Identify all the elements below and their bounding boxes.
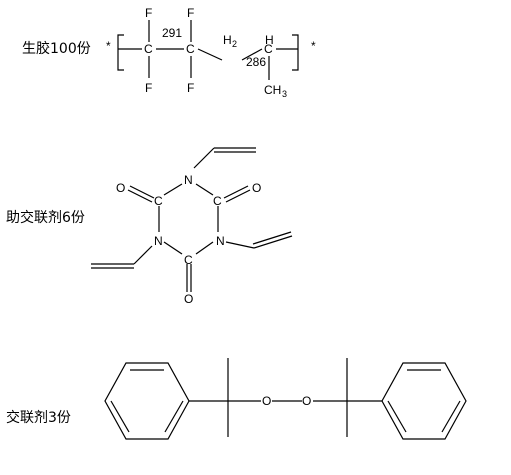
right-bracket: [292, 34, 299, 71]
ring-bond-n1-c2: [195, 183, 214, 196]
atom-n-2: N: [154, 234, 163, 248]
atom-o-peroxide-2: O: [302, 394, 311, 408]
row-label-coagent: 助交联剂6份: [6, 210, 85, 226]
atom-o-3: O: [184, 292, 193, 306]
vinyl-3-bond-b2: [252, 231, 292, 245]
vinyl-2-bond-a: [133, 245, 153, 265]
atom-n-3: N: [216, 234, 225, 248]
ring-bond-n3-c3: [195, 241, 214, 255]
benzene-left-double-3: [110, 400, 130, 433]
carbonyl-1b: [127, 189, 153, 203]
vinyl-3-bond-a: [225, 241, 255, 249]
vinyl-1-bond-a: [193, 147, 215, 169]
atom-o-peroxide-1: O: [262, 394, 271, 408]
atom-o-1: O: [116, 181, 125, 195]
atom-f-2: F: [145, 81, 152, 95]
bond-main-3: [241, 48, 263, 61]
left-bracket: [117, 34, 124, 71]
end-mark-left: *: [106, 39, 111, 53]
atom-f-1: F: [145, 6, 152, 20]
atom-ch3: CH: [264, 83, 281, 97]
atom-h2-h: H: [223, 33, 232, 47]
benzene-left-double-2: [164, 400, 184, 433]
bond-main-2: [197, 48, 223, 61]
atom-c-ring-3: C: [184, 253, 193, 267]
coagent-structure: N N N C C C O O O: [91, 147, 293, 306]
benzene-right-double-2: [441, 400, 461, 433]
row-label-raw-rubber: 生胶100份: [22, 41, 91, 57]
ring-bond-n2-c3: [163, 241, 183, 255]
atom-ch-h: H: [265, 33, 274, 47]
carbonyl-2a: [223, 185, 249, 199]
atom-c-ring-1: C: [154, 194, 163, 208]
atom-h2-sub: 2: [232, 39, 237, 49]
atom-o-2: O: [252, 181, 261, 195]
atom-c-ring-2: C: [213, 194, 222, 208]
atom-n-1: N: [184, 173, 193, 187]
atom-c-2: C: [186, 42, 195, 56]
end-mark-right: *: [311, 39, 316, 53]
carbonyl-2b: [225, 189, 251, 203]
benzene-ring-left: [104, 362, 190, 440]
label-number-291: 291: [162, 26, 182, 40]
atom-ch-c: C: [264, 42, 273, 56]
benzene-ring-right: [381, 362, 467, 440]
atom-f-4: F: [187, 81, 194, 95]
carbonyl-1a: [129, 185, 155, 199]
benzene-right-double-3: [387, 400, 407, 433]
ring-bond-n1-c1: [163, 183, 183, 196]
row-label-crosslinker: 交联剂3份: [6, 410, 71, 426]
vinyl-3-bond-b1: [253, 235, 293, 249]
crosslinker-structure: O O: [104, 358, 467, 440]
polymer-structure: * * F F F F C C H 2 H C CH 3 291 286: [106, 6, 316, 99]
atom-c-1: C: [144, 42, 153, 56]
label-number-286: 286: [246, 55, 266, 69]
atom-f-3: F: [187, 6, 194, 20]
atom-ch3-sub: 3: [282, 89, 287, 99]
